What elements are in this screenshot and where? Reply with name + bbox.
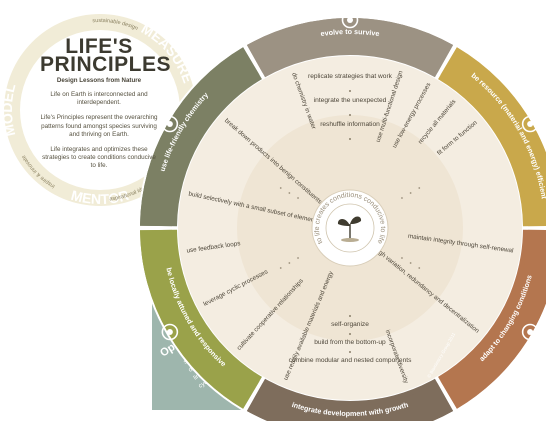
segment-band-resource: [440, 47, 546, 227]
item-integrate: self-organize: [331, 321, 369, 328]
intro-paragraph: Life on Earth is interconnected and inte…: [50, 91, 148, 107]
item-integrate: build from the bottom-up: [314, 339, 386, 346]
intro-title-line1: LIFE'S: [65, 35, 133, 58]
refresh-icon: [521, 323, 539, 341]
intro-subtitle: Design Lessons from Nature: [56, 77, 142, 84]
intro-rim-mentor: MENTOR: [69, 187, 130, 207]
flask-icon: [161, 115, 179, 133]
item-evolve: reshuffle information: [320, 121, 380, 128]
seedling-soil: [341, 238, 359, 242]
accent-dot: [297, 197, 299, 199]
item-dot: [349, 138, 351, 140]
leaf-icon-core: [166, 329, 173, 335]
item-evolve: integrate the unexpected: [314, 97, 387, 104]
item-integrate: combine modular and nested components: [289, 357, 412, 364]
intro-paragraph: Life integrates and optimizes these stra…: [42, 146, 156, 170]
refresh-icon-core: [527, 329, 534, 335]
segment-band-adapt: [440, 229, 546, 409]
leaf-icon: [161, 323, 179, 341]
intro-panel: LIFE'S PRINCIPLES Design Lessons from Na…: [40, 35, 172, 171]
circles-icon: [341, 11, 359, 29]
segment-label-evolve: evolve to survive: [320, 27, 380, 38]
recycle-icon-core: [527, 121, 534, 127]
accent-dot: [288, 192, 291, 194]
recycle-icon: [521, 115, 539, 133]
accent-dot: [418, 267, 421, 269]
item-evolve: replicate strategies that work: [308, 73, 393, 80]
accent-dot: [288, 262, 291, 264]
seedling-icon: [337, 219, 350, 226]
accent-dot: [409, 262, 412, 264]
accent-dot: [401, 257, 403, 259]
item-dot: [349, 333, 351, 335]
accent-dot: [409, 192, 412, 194]
item-dot: [349, 114, 351, 116]
intro-rim-model: MODEL: [0, 81, 19, 137]
item-dot: [349, 351, 351, 353]
accent-dot: [279, 267, 282, 269]
accent-dot: [418, 187, 421, 189]
intro-disk-inner: [20, 30, 180, 190]
flask-icon-core: [166, 121, 173, 127]
circles-icon-core: [347, 17, 353, 23]
segment-band-integrate: [246, 383, 454, 426]
accent-dot: [279, 187, 282, 189]
segment-band-evolve: [246, 18, 454, 73]
seedling-leaf-right: [350, 216, 362, 224]
segment-band-attuned: [140, 229, 260, 409]
accent-dot: [401, 197, 403, 199]
item-dot: [349, 90, 351, 92]
accent-dot: [297, 257, 299, 259]
segment-band-chemistry: [140, 47, 260, 227]
intro-paragraph: Life's Principles represent the overarch…: [40, 114, 158, 138]
item-dot: [349, 315, 351, 317]
intro-title-line2: PRINCIPLES: [40, 53, 172, 76]
